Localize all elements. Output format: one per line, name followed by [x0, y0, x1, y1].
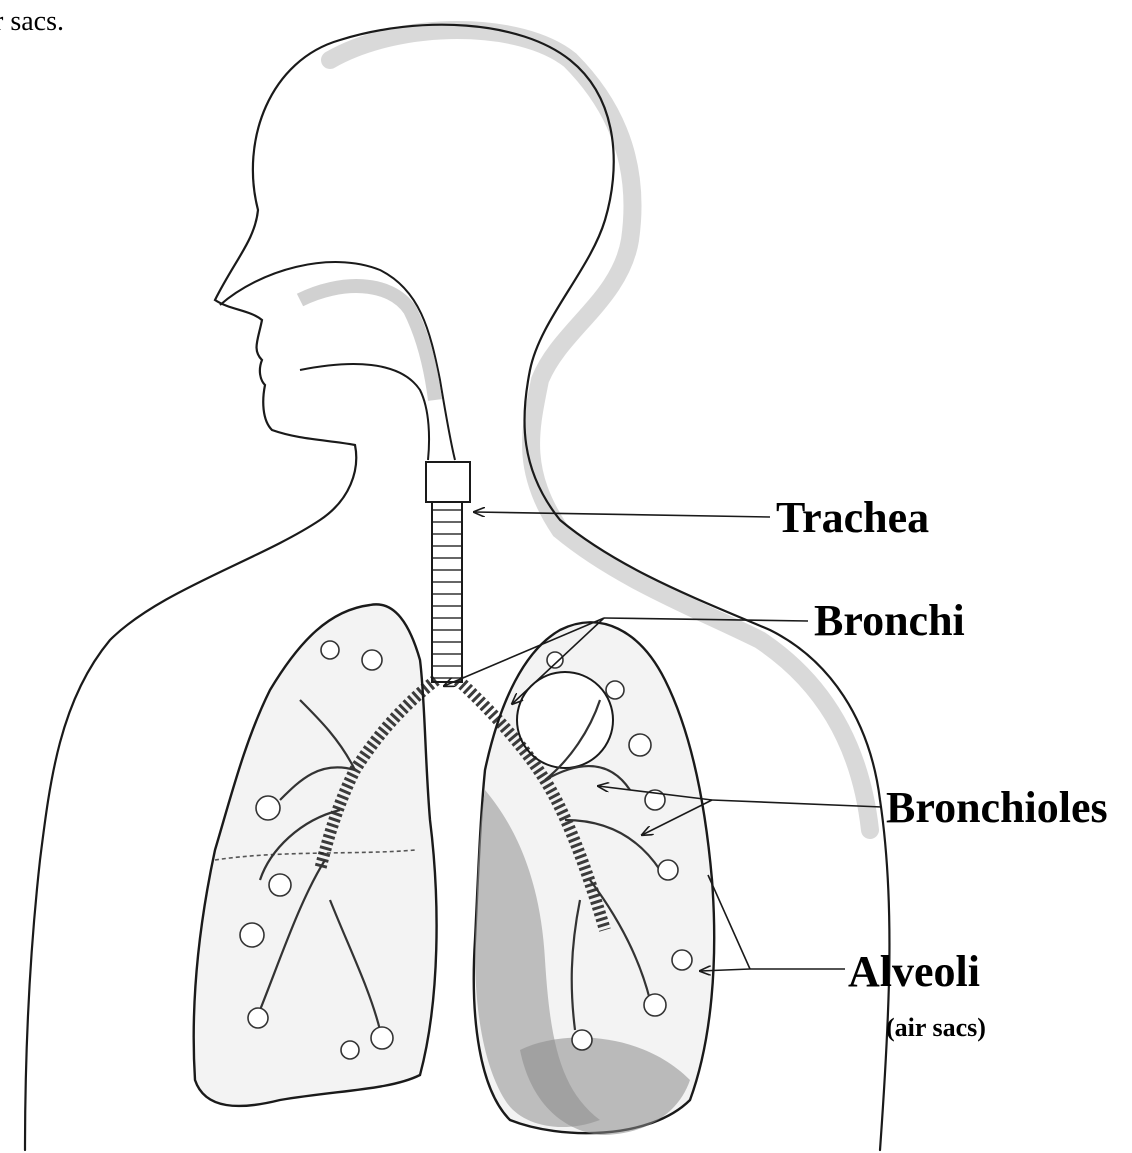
right-lung: [194, 604, 437, 1106]
label-bronchioles: Bronchioles: [886, 786, 1108, 830]
label-bronchi: Bronchi: [814, 599, 965, 643]
label-alveoli: Alveoli: [848, 950, 980, 994]
trachea-tube: [426, 462, 470, 682]
label-trachea: Trachea: [776, 496, 929, 540]
label-alveoli-note: (air sacs): [886, 1015, 986, 1041]
trachea-leader: [474, 512, 770, 517]
